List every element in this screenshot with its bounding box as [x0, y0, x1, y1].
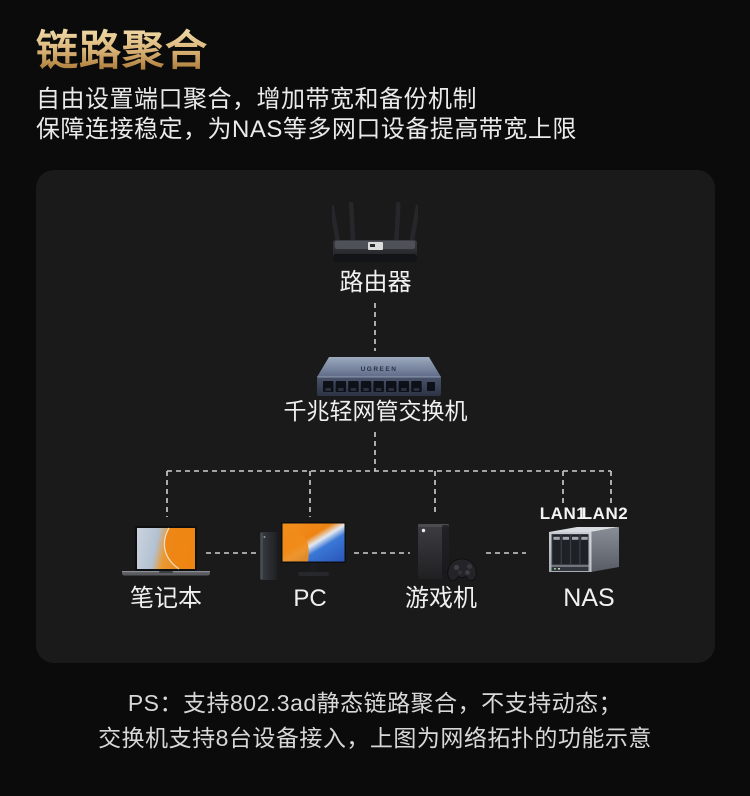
nas-icon [549, 527, 619, 572]
nas-lan2-label: LAN2 [581, 504, 629, 523]
nas-label: NAS [563, 584, 615, 612]
switch-label: 千兆轻网管交换机 [283, 398, 468, 424]
laptop-label: 笔记本 [130, 585, 202, 612]
router-label: 路由器 [339, 269, 412, 296]
note-line-1: PS：支持802.3ad静态链路聚合，不支持动态； [127, 690, 623, 716]
game-console-label: 游戏机 [405, 585, 477, 612]
switch-brand-text: UGREEN [361, 366, 398, 373]
subtitle-line-2: 保障连接稳定，为NAS等多网口设备提高带宽上限 [36, 116, 577, 143]
switch-icon: UGREEN [317, 357, 441, 396]
topology-panel: 路由器 UGREEN [36, 170, 715, 663]
note-line-2: 交换机支持8台设备接入，上图为网络拓扑的功能示意 [98, 725, 652, 751]
nas-lan1-label: LAN1 [539, 504, 587, 523]
topology-connectors [166, 303, 612, 554]
game-console-icon [418, 524, 477, 581]
page-title: 链路聚合 [36, 27, 209, 74]
header: 链路聚合 自由设置端口聚合，增加带宽和备份机制 保障连接稳定，为NAS等多网口设… [36, 26, 577, 145]
subtitle-line-1: 自由设置端口聚合，增加带宽和备份机制 [36, 86, 477, 113]
pc-icon [260, 522, 346, 580]
router-icon [332, 202, 418, 262]
pc-label: PC [293, 585, 327, 612]
laptop-icon [122, 526, 210, 576]
